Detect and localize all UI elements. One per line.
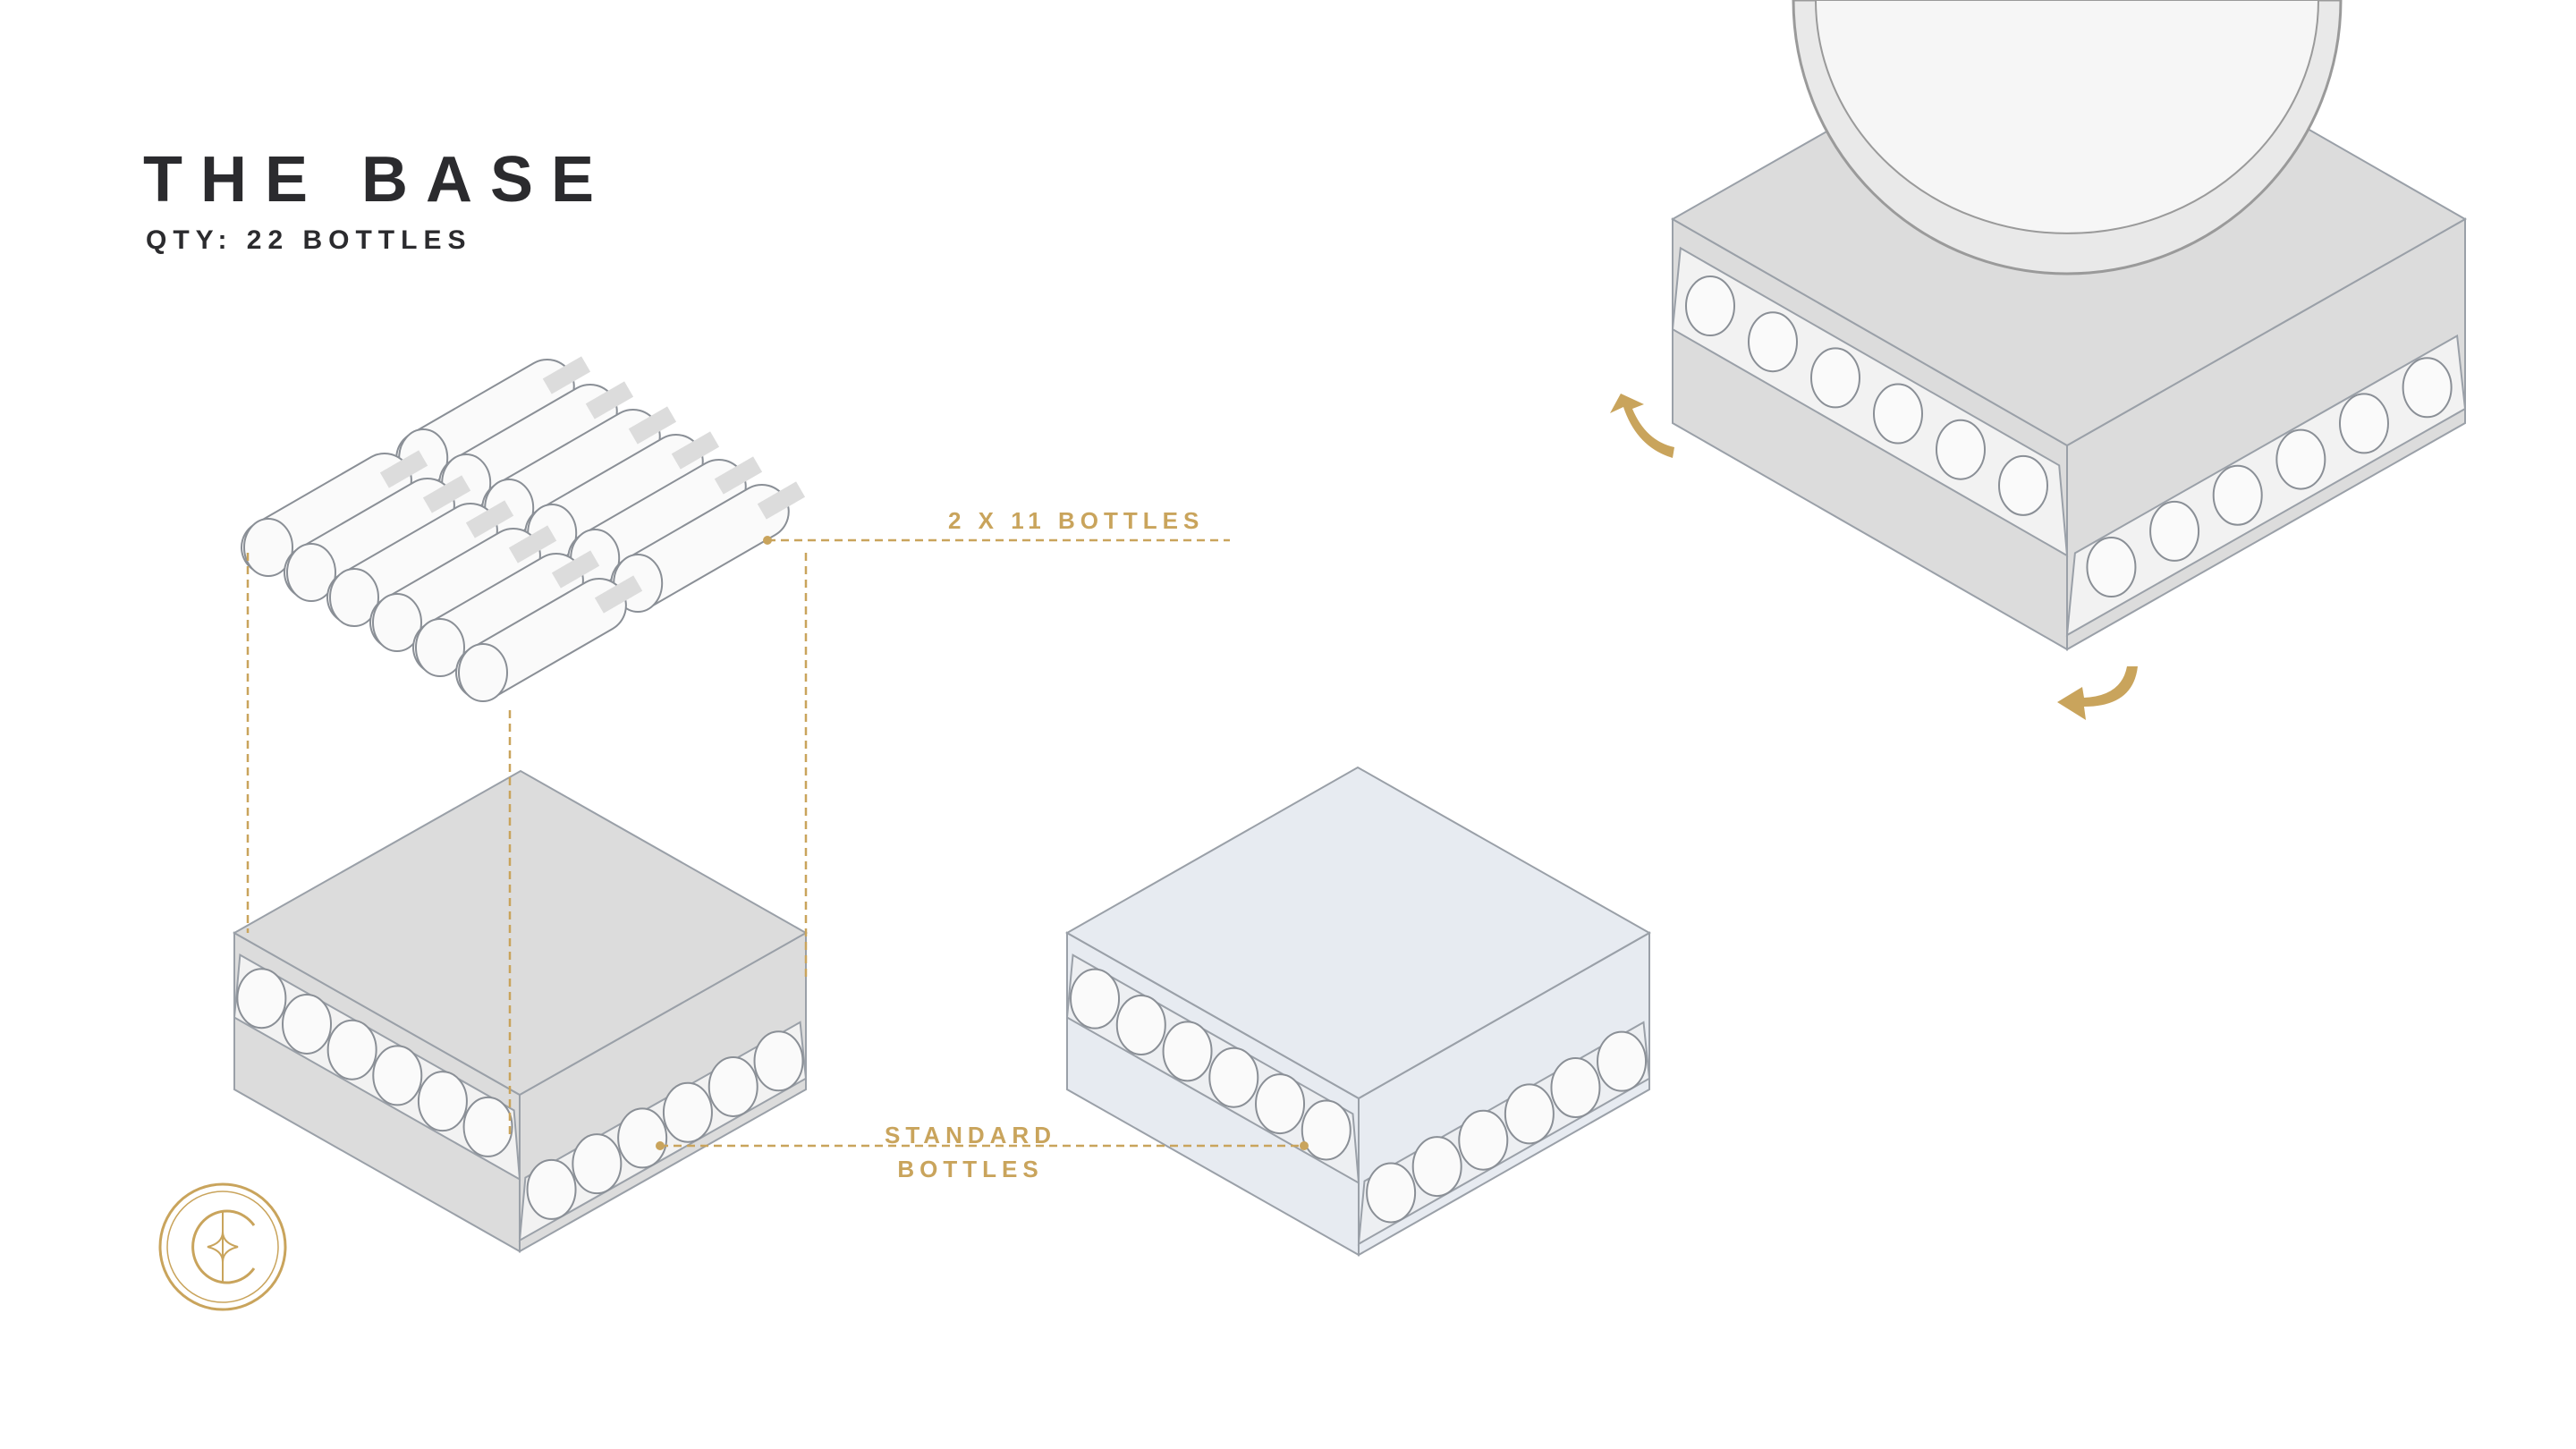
bottle-end <box>1070 968 1121 1030</box>
base-box-opaque <box>232 769 809 1253</box>
bottle-neck <box>422 475 471 513</box>
bottle-end <box>1411 1136 1462 1198</box>
bottle-end <box>662 1081 713 1143</box>
bottle-end <box>1936 419 1986 480</box>
bottle-neck <box>379 450 428 488</box>
bottle-end <box>417 1071 468 1132</box>
bottle-end <box>753 1030 804 1092</box>
bottle-end <box>1458 1109 1509 1171</box>
base-box-transparent <box>1064 766 1652 1257</box>
bottle-neck <box>542 356 591 394</box>
bottle-end <box>2212 464 2263 526</box>
page-title: THE BASE <box>143 144 613 216</box>
bottle-neck <box>551 550 600 589</box>
bottle-end <box>458 643 508 702</box>
floating-bottles <box>241 356 806 702</box>
rotate-arrow-icon <box>1610 394 1674 458</box>
bottle-end <box>1366 1162 1417 1224</box>
bottle-end <box>2402 357 2453 419</box>
bottle-end <box>1873 383 1923 445</box>
bottle-end <box>617 1107 668 1169</box>
bottle-neck <box>757 481 806 520</box>
bottle-end <box>1301 1099 1352 1161</box>
standard-label-line2: BOTTLES <box>897 1156 1044 1182</box>
quantity-subtitle: QTY: 22 BOTTLES <box>146 225 472 255</box>
bottle-end <box>1162 1021 1213 1082</box>
box-top-face <box>1064 766 1652 1100</box>
bottle-end <box>526 1158 577 1220</box>
logo-monogram-c <box>191 1209 256 1284</box>
bottle-neck <box>628 406 677 445</box>
bottle-end <box>2275 428 2326 490</box>
standard-label-line1: STANDARD <box>885 1122 1056 1148</box>
bottle-end <box>415 618 465 677</box>
leader-dot <box>763 536 772 545</box>
bottle-end <box>708 1055 758 1117</box>
logo-inner-ring <box>166 1191 279 1303</box>
standard-bottles-label: STANDARD BOTTLES <box>859 1118 1082 1186</box>
bottle-end <box>282 993 333 1055</box>
bottle-end <box>329 568 379 627</box>
bottle-end <box>462 1096 513 1157</box>
bottle-end <box>1115 994 1166 1055</box>
bottle-end <box>1810 347 1860 409</box>
bottle-end <box>286 543 336 602</box>
bottle-end <box>1685 275 1735 337</box>
bottle-end <box>1550 1056 1601 1118</box>
bottle-neck <box>508 525 557 564</box>
bottle-neck <box>585 381 634 419</box>
bottle-end <box>1208 1046 1259 1108</box>
bottle-end <box>243 518 293 577</box>
logo-star-icon <box>207 1231 239 1263</box>
bottle-end <box>1748 311 1798 373</box>
bottle-neck <box>594 575 643 614</box>
bottle-end <box>2086 537 2137 598</box>
bottle-end <box>1597 1030 1648 1092</box>
bottle-neck <box>714 456 763 495</box>
bowl-interior <box>1814 0 2320 234</box>
bottle-end <box>2149 500 2200 562</box>
leader-dot <box>656 1141 665 1150</box>
bottles-count-label: 2 X 11 BOTTLES <box>948 507 1205 534</box>
brand-logo <box>158 1182 287 1311</box>
bottle-end <box>2338 393 2389 454</box>
leader-dot <box>1300 1141 1309 1150</box>
rotate-arrow-icon <box>2057 666 2138 720</box>
bottle-end <box>236 968 287 1030</box>
bottle-end <box>1998 454 2048 516</box>
bottle-end <box>372 593 422 652</box>
bottle-end <box>326 1019 377 1080</box>
bottle-end <box>372 1045 423 1106</box>
bottle-end <box>572 1133 623 1195</box>
bottle-neck <box>465 500 514 538</box>
logo-outer-ring <box>158 1182 287 1311</box>
bottle-end <box>1504 1083 1555 1145</box>
bottle-end <box>1255 1073 1306 1135</box>
bottle-neck <box>671 431 720 470</box>
